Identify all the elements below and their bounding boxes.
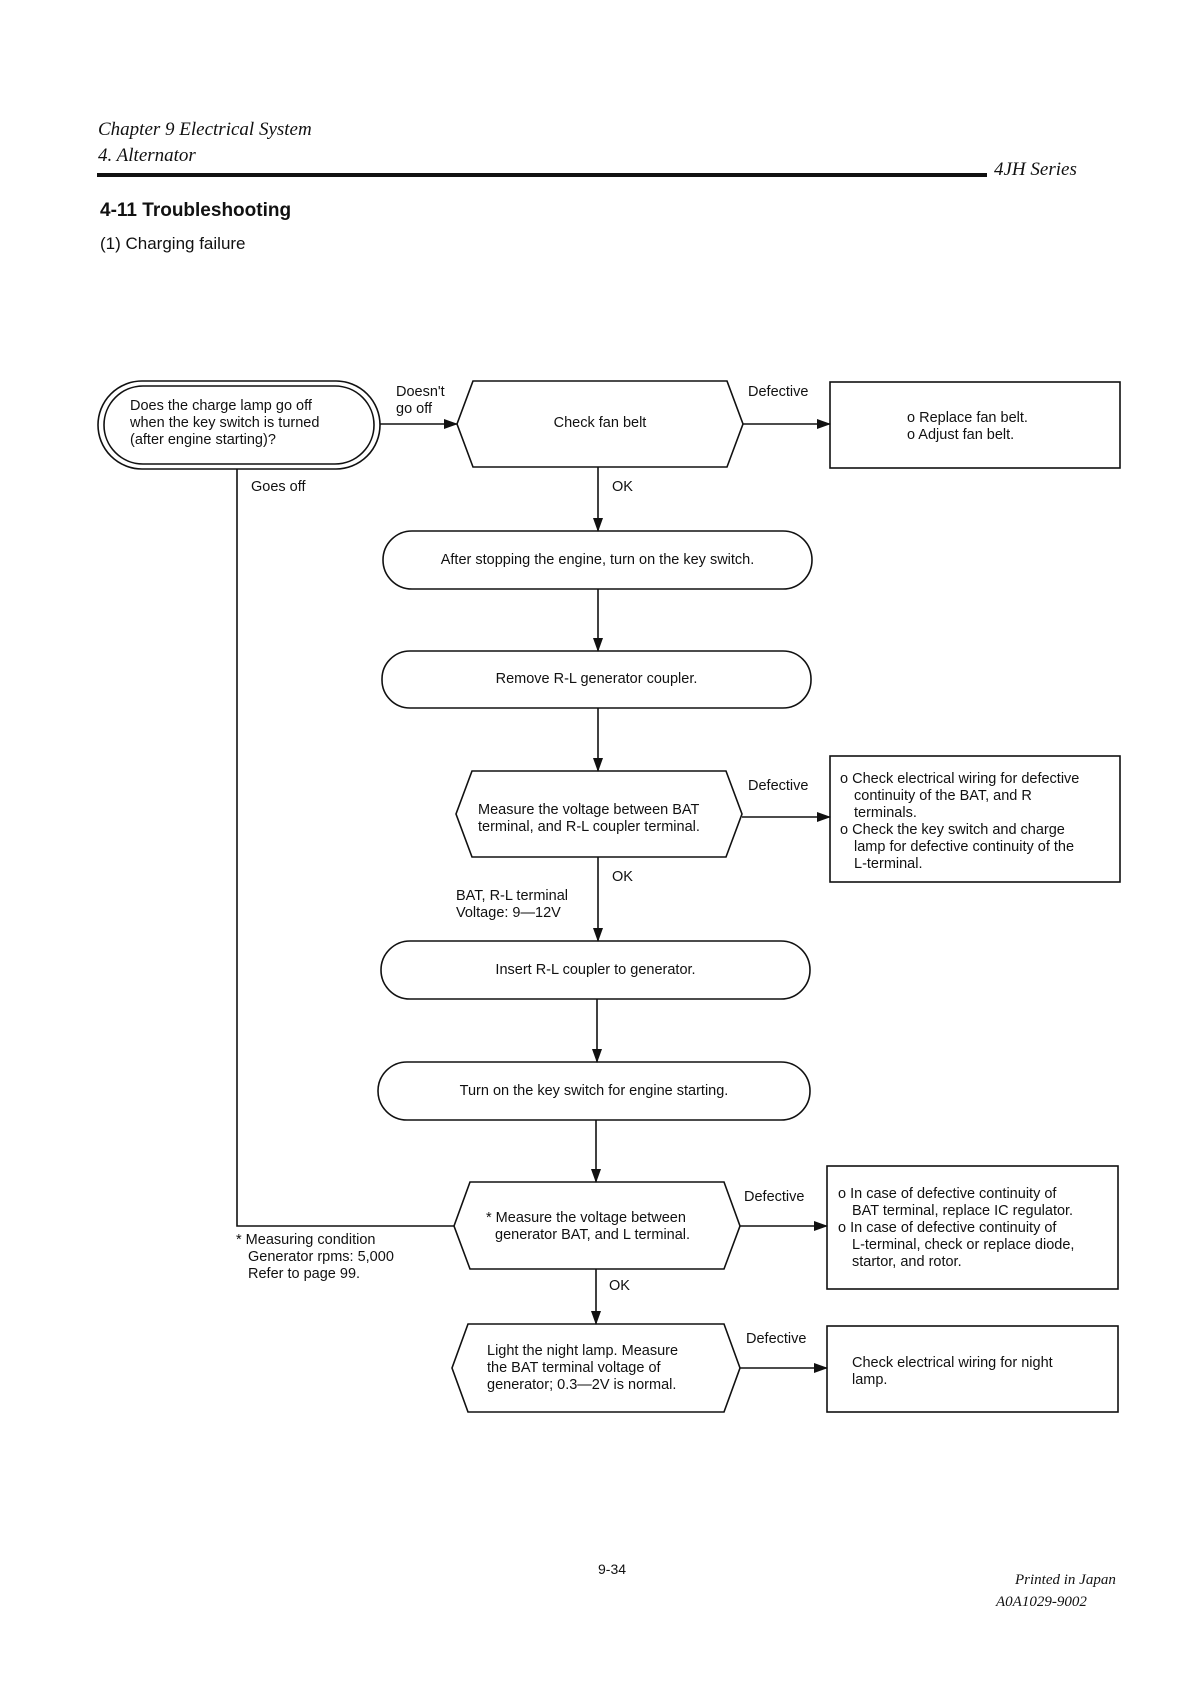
night-lamp-defective-label: Defective: [746, 1331, 807, 1347]
step-remove-text: Remove R-L generator coupler.: [495, 671, 698, 687]
measure-bat-rl-hex: [455, 770, 743, 858]
condition-line-2: Generator rpms: 5,000: [248, 1249, 394, 1265]
fan-belt-text: Check fan belt: [553, 415, 647, 431]
night-lamp-line-1: Light the night lamp. Measure: [487, 1343, 679, 1359]
doesnt-go-off-line-2: go off: [396, 401, 433, 417]
voltage-note-line-1: BAT, R-L terminal: [456, 888, 568, 904]
condition-line-3: Refer to page 99.: [248, 1266, 361, 1282]
doesnt-go-off-label: Doesn't go off: [396, 384, 445, 418]
section-subtitle: (1) Charging failure: [100, 234, 246, 253]
measure-bat-l-result-text: o In case of defective continuity of BAT…: [838, 1186, 1074, 1271]
measure-bat-rl-result-line-3: terminals.: [854, 805, 917, 821]
measure-bat-rl-line-2: terminal, and R-L coupler terminal.: [478, 819, 700, 835]
series-label: 4JH Series: [994, 159, 1077, 180]
step-start-text: Turn on the key switch for engine starti…: [459, 1083, 729, 1099]
measure-bat-l-result-line-2: BAT terminal, replace IC regulator.: [852, 1203, 1074, 1219]
page-number: 9-34: [598, 1561, 627, 1577]
measure-bat-rl-result-line-4: o Check the key switch and charge: [840, 822, 1065, 838]
measure-bat-l-line-2: generator BAT, and L terminal.: [495, 1227, 691, 1243]
measure-bat-rl-text: Measure the voltage between BAT terminal…: [478, 802, 700, 836]
night-lamp-line-3: generator; 0.3—2V is normal.: [487, 1377, 677, 1393]
start-line-1: Does the charge lamp go off: [130, 398, 312, 414]
night-lamp-text: Light the night lamp. Measure the BAT te…: [487, 1343, 678, 1394]
measure-bat-rl-defective-label: Defective: [748, 778, 809, 794]
measure-bat-l-defective-label: Defective: [744, 1189, 805, 1205]
line-goes-off: [236, 469, 454, 1227]
section-heading: 4. Alternator: [98, 145, 196, 166]
measure-bat-l-text: * Measure the voltage between generator …: [486, 1210, 690, 1244]
chapter-title: Chapter 9 Electrical System: [98, 119, 312, 140]
start-question: Does the charge lamp go off when the key…: [112, 398, 368, 449]
start-oval-outer: [97, 380, 381, 470]
header-rule: [97, 173, 987, 177]
measure-bat-rl-result-line-5: lamp for defective continuity of the: [854, 839, 1075, 855]
night-lamp-hex: [451, 1323, 741, 1413]
fan-belt-ok-label: OK: [612, 479, 633, 495]
measure-bat-rl-result-line-2: continuity of the BAT, and R: [854, 788, 1032, 804]
start-line-3: (after engine starting)?: [130, 432, 276, 448]
start-line-2: when the key switch is turned: [130, 415, 320, 431]
fan-belt-defective-label: Defective: [748, 384, 809, 400]
measure-bat-rl-result-text: o Check electrical wiring for defective …: [840, 771, 1079, 873]
measure-bat-rl-line-1: Measure the voltage between BAT: [478, 802, 700, 818]
section-title: 4-11 Troubleshooting: [100, 200, 292, 221]
condition-line-1: * Measuring condition: [236, 1232, 376, 1248]
document-code: A0A1029-9002: [996, 1594, 1087, 1610]
voltage-note: BAT, R-L terminal Voltage: 9—12V: [456, 888, 568, 922]
doesnt-go-off-line-1: Doesn't: [396, 384, 445, 400]
measure-bat-rl-result-line-6: L-terminal.: [854, 856, 923, 872]
measure-bat-l-line-1: * Measure the voltage between: [486, 1210, 686, 1226]
measure-bat-l-result-line-4: L-terminal, check or replace diode,: [852, 1237, 1075, 1253]
fan-belt-result-text: o Replace fan belt. o Adjust fan belt.: [907, 410, 1028, 444]
measuring-condition: * Measuring condition Generator rpms: 5,…: [236, 1232, 394, 1283]
measure-bat-rl-ok-label: OK: [612, 869, 633, 885]
measure-bat-l-result-line-5: startor, and rotor.: [852, 1254, 962, 1270]
start-oval-inner: [103, 385, 375, 465]
goes-off-label: Goes off: [251, 479, 306, 495]
printed-in-japan: Printed in Japan: [1015, 1572, 1116, 1588]
fan-belt-result-line-2: o Adjust fan belt.: [907, 427, 1015, 443]
measure-bat-rl-result-line-1: o Check electrical wiring for defective: [840, 771, 1080, 787]
measure-bat-l-result-line-1: o In case of defective continuity of: [838, 1186, 1057, 1202]
night-lamp-result-text: Check electrical wiring for night lamp.: [852, 1355, 1053, 1389]
step-insert-text: Insert R-L coupler to generator.: [495, 962, 696, 978]
night-lamp-result-line-1: Check electrical wiring for night: [852, 1355, 1053, 1371]
fan-belt-result-line-1: o Replace fan belt.: [907, 410, 1028, 426]
night-lamp-line-2: the BAT terminal voltage of: [487, 1360, 661, 1376]
voltage-note-line-2: Voltage: 9—12V: [456, 905, 561, 921]
measure-bat-l-result-line-3: o In case of defective continuity of: [838, 1220, 1057, 1236]
measure-bat-l-ok-label: OK: [609, 1278, 630, 1294]
step-key-on-text: After stopping the engine, turn on the k…: [440, 552, 755, 568]
night-lamp-result-line-2: lamp.: [852, 1372, 888, 1388]
